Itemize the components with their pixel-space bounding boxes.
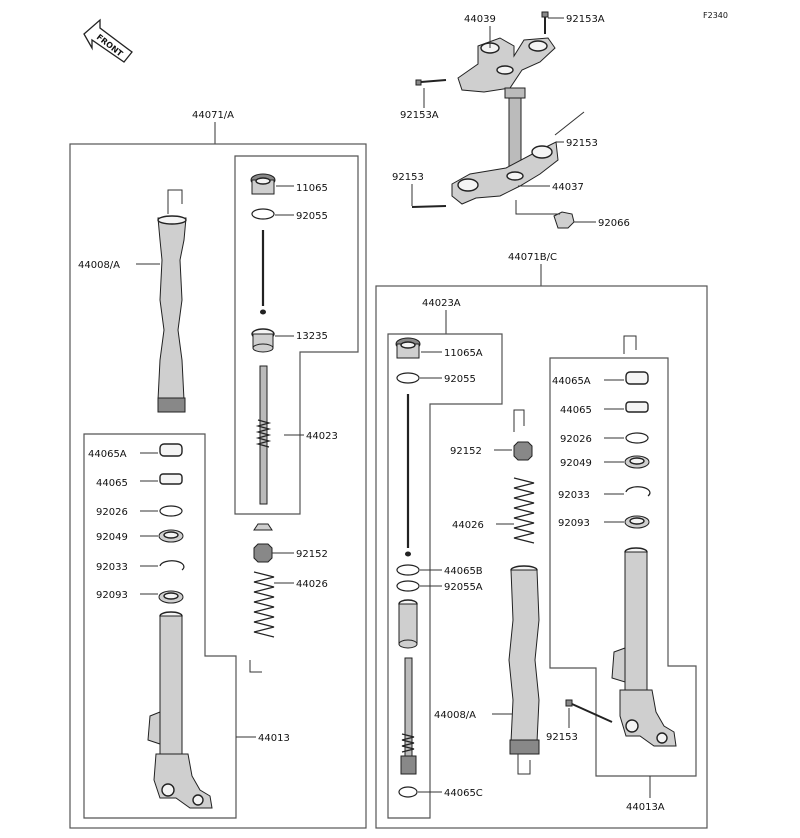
label-92153-bottom: 92153: [546, 732, 578, 743]
label-44065B: 44065B: [444, 566, 483, 577]
label-92153-right: 92153: [566, 138, 598, 149]
damper-cartridge-box: [234, 155, 359, 515]
lower-leg-right-box: [549, 357, 697, 777]
push-rod-icon: [405, 394, 411, 557]
label-92026-left: 92026: [96, 507, 128, 518]
label-44071A: 44071/A: [192, 110, 234, 121]
label-44037: 44037: [552, 182, 584, 193]
ring-icon: [398, 786, 418, 798]
bushing-icon: [625, 371, 649, 385]
label-44065-right: 44065: [560, 405, 592, 416]
lower-leg-left-box: [83, 433, 237, 819]
outer-tube-right: [508, 565, 540, 775]
dust-seal-icon: [624, 515, 650, 529]
label-44026-right: 44026: [452, 520, 484, 531]
label-13235: 13235: [296, 331, 328, 342]
spring-icon: [513, 477, 535, 544]
label-44065-left: 44065: [96, 478, 128, 489]
label-44065A-right: 44065A: [552, 376, 591, 387]
bolt-icon: [415, 79, 447, 86]
cap-bolt-icon: [395, 337, 421, 359]
label-44008A-right: 44008/A: [434, 710, 476, 721]
bushing-icon: [159, 443, 183, 457]
label-92055-right: 92055: [444, 374, 476, 385]
spring-icon: [249, 571, 275, 673]
fork-assembly-left-box: [69, 143, 367, 829]
upper-triple-clamp: [457, 37, 556, 93]
label-44013A: 44013A: [626, 802, 665, 813]
o-ring-icon: [251, 208, 275, 220]
nut-icon: [253, 523, 273, 563]
label-44039: 44039: [464, 14, 496, 25]
fork-assembly-right-box: [375, 285, 708, 829]
damper-rod-icon: [255, 365, 272, 505]
label-44008A-left: 44008/A: [78, 260, 120, 271]
collar-icon: [398, 599, 418, 649]
label-92033-left: 92033: [96, 562, 128, 573]
o-ring-icon: [396, 580, 420, 592]
label-44065A-left: 44065A: [88, 449, 127, 460]
washer-icon: [159, 505, 183, 517]
bolt-icon: [565, 699, 613, 723]
label-44013: 44013: [258, 733, 290, 744]
label-92093-right: 92093: [558, 518, 590, 529]
label-92153-left: 92153: [392, 172, 424, 183]
steering-stem: [451, 87, 559, 205]
front-arrow-icon: FRONT: [83, 18, 133, 63]
label-92055: 92055: [296, 211, 328, 222]
bushing-icon: [159, 473, 183, 485]
ring-icon: [396, 564, 420, 576]
label-44065C: 44065C: [444, 788, 483, 799]
label-92033-right: 92033: [558, 490, 590, 501]
bolt-icon: [541, 11, 549, 34]
damper-rod-icon: [400, 657, 417, 775]
circlip-icon: [625, 486, 651, 497]
dust-seal-icon: [158, 590, 184, 604]
o-ring-icon: [396, 372, 420, 384]
nut-icon: [513, 409, 533, 461]
cap-bolt-icon: [250, 173, 276, 195]
inner-tube-left: [147, 611, 213, 809]
inner-tube-right: [611, 547, 677, 747]
label-44023A: 44023A: [422, 298, 461, 309]
label-11065: 11065: [296, 183, 328, 194]
label-92152-right: 92152: [450, 446, 482, 457]
label-92049-right: 92049: [560, 458, 592, 469]
label-92049-left: 92049: [96, 532, 128, 543]
collar-icon: [251, 328, 275, 353]
damper-cartridge-right-box: [387, 333, 503, 819]
oil-seal-icon: [624, 455, 650, 469]
label-92153A-top: 92153A: [566, 14, 605, 25]
label-92066: 92066: [598, 218, 630, 229]
label-92093-left: 92093: [96, 590, 128, 601]
label-92026-right: 92026: [560, 434, 592, 445]
label-92153A-left: 92153A: [400, 110, 439, 121]
label-92152-left: 92152: [296, 549, 328, 560]
circlip-icon: [159, 560, 185, 571]
outer-tube-left: [157, 189, 187, 413]
oil-seal-icon: [158, 529, 184, 543]
push-rod-icon: [260, 230, 266, 315]
washer-icon: [625, 432, 649, 444]
label-44026-left: 44026: [296, 579, 328, 590]
label-44023: 44023: [306, 431, 338, 442]
label-11065A: 11065A: [444, 348, 483, 359]
bushing-icon: [625, 401, 649, 413]
label-92055A: 92055A: [444, 582, 483, 593]
label-44071BC: 44071B/C: [508, 252, 557, 263]
figure-code: F2340: [703, 11, 728, 20]
